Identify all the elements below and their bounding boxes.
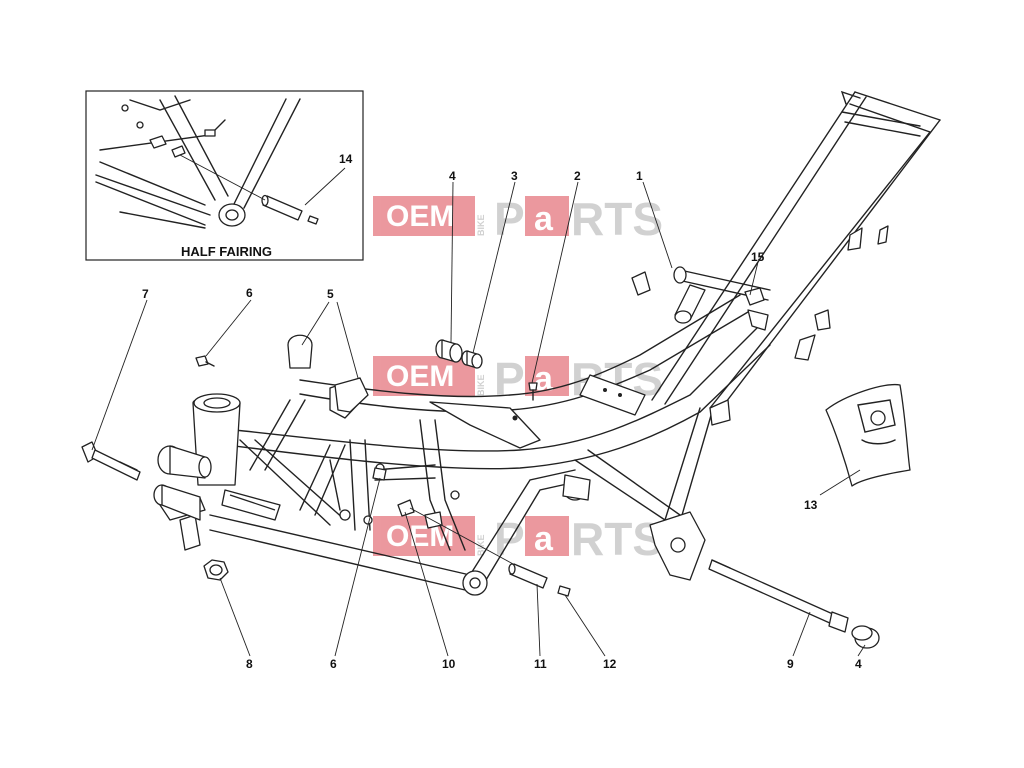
part-4-cap-bottom	[851, 625, 880, 649]
watermark-oem-text: OEM	[386, 360, 454, 393]
inset-frame	[85, 90, 364, 261]
callout-5: 5	[327, 287, 334, 301]
watermark-rts-text: RTS	[571, 513, 663, 565]
callout-4-bottom: 4	[855, 657, 862, 671]
watermark-rts-text: RTS	[571, 193, 663, 245]
part-13-label	[825, 383, 911, 487]
watermark-a-text: a	[534, 200, 554, 238]
leader-lines	[91, 181, 866, 657]
watermark-bike-text: BIKE	[476, 214, 486, 236]
part-11-spacer	[508, 563, 548, 589]
part-8-nut	[203, 559, 229, 581]
part-12-screw	[557, 585, 571, 597]
callout-12: 12	[603, 657, 617, 671]
watermark-bottom: OEM BIKE P a RTS	[373, 513, 663, 565]
callout-6-bottom: 6	[330, 657, 337, 671]
callout-10: 10	[442, 657, 456, 671]
watermark-a-text: a	[534, 360, 554, 398]
callout-11: 11	[534, 657, 547, 671]
callout-15: 15	[751, 250, 765, 264]
callout-13: 13	[804, 498, 818, 512]
part-6-bolts	[195, 355, 387, 481]
watermark-a-block	[525, 196, 569, 236]
inset-frame-tubes	[95, 95, 301, 229]
watermark-oem-text: OEM	[386, 200, 454, 233]
watermark-oem-block	[373, 516, 475, 556]
watermark-p-text: P	[494, 193, 525, 245]
callout-7: 7	[142, 287, 149, 301]
part-4-bushing-top	[435, 339, 463, 363]
callout-numbers: 1 2 3 4 15 5 6 7 13 8 6 10 11 12 9 4	[142, 169, 862, 671]
watermark-bike-text: BIKE	[476, 534, 486, 556]
callout-3: 3	[511, 169, 518, 183]
half-fairing-inset: 14 HALF FAIRING	[85, 90, 364, 261]
watermark-bike-text: BIKE	[476, 374, 486, 396]
part-9-axle	[708, 559, 849, 633]
watermark-p-text: P	[494, 353, 525, 405]
part-15-bolt	[744, 261, 769, 331]
watermark-a-text: a	[534, 520, 554, 558]
callout-4-top: 4	[449, 169, 456, 183]
callout-2: 2	[574, 169, 581, 183]
part-3-bushing	[461, 350, 483, 369]
watermark-a-block	[525, 516, 569, 556]
inset-title: HALF FAIRING	[181, 244, 272, 259]
callout-8: 8	[246, 657, 253, 671]
callout-14: 14	[339, 152, 353, 166]
part-2-bolt	[528, 382, 538, 401]
frame-part-1	[153, 90, 941, 596]
watermark-oem-block	[373, 356, 475, 396]
callout-1: 1	[636, 169, 643, 183]
part-5-covers	[287, 334, 369, 413]
callout-9: 9	[787, 657, 794, 671]
part-10-clip	[397, 499, 516, 566]
callout-6-top: 6	[246, 286, 253, 300]
part-7-bolt	[81, 441, 141, 481]
watermark-p-text: P	[494, 513, 525, 565]
watermark-oem-block	[373, 196, 475, 236]
watermark-top: OEM BIKE P a RTS	[373, 193, 663, 245]
inset-spacer-part-14	[179, 154, 319, 225]
